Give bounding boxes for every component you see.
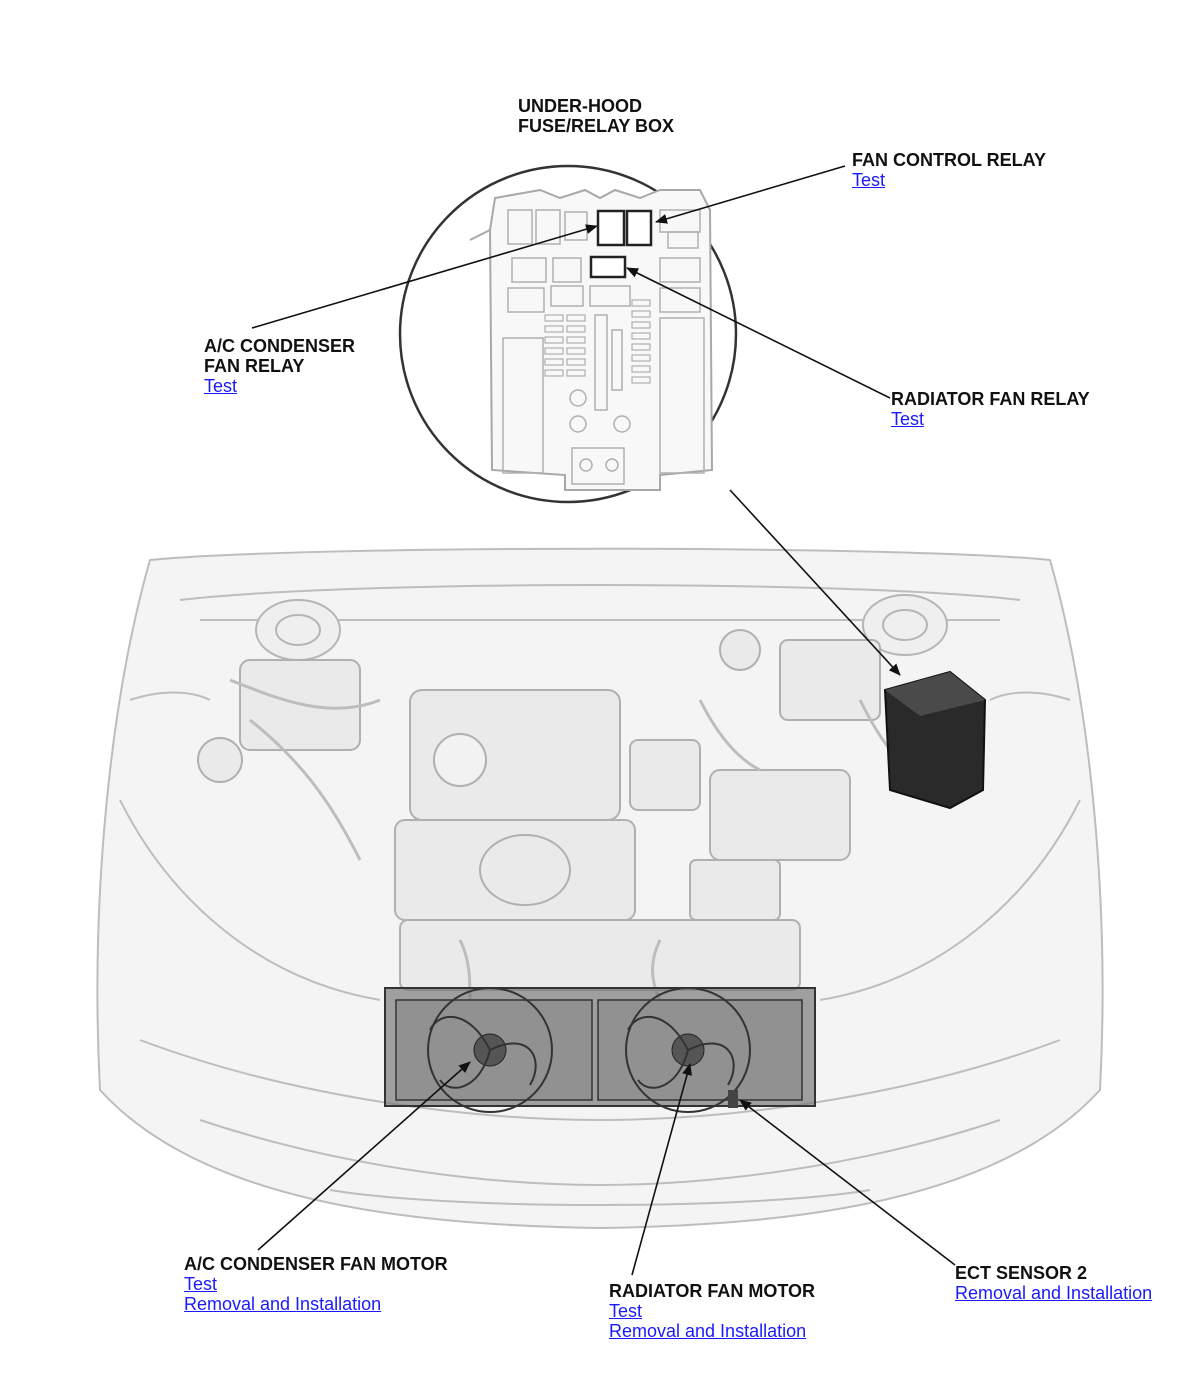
radiator-fan-motor-test-link[interactable]: Test bbox=[609, 1301, 643, 1321]
radiator-fan-relay-test-link[interactable]: Test bbox=[891, 409, 925, 429]
strut-towers bbox=[255, 594, 948, 661]
fuse-box-label-line2: FUSE/RELAY BOX bbox=[518, 116, 675, 136]
engine bbox=[197, 629, 881, 991]
fuse-box-on-car bbox=[883, 670, 987, 810]
fan-control-relay-title: FAN CONTROL RELAY bbox=[852, 150, 1047, 170]
ac-condenser-fan-relay-slot bbox=[596, 209, 626, 247]
fan-control-relay-label: FAN CONTROL RELAY Test bbox=[852, 150, 1046, 190]
fuse-box-magnified bbox=[398, 164, 738, 504]
radiator-fan-motor-label: RADIATOR FAN MOTOR Test Removal and Inst… bbox=[609, 1281, 815, 1341]
ac-condenser-fan-relay-label: A/C CONDENSER FAN RELAY Test bbox=[204, 336, 355, 396]
radiator-fan-relay-slot bbox=[589, 255, 627, 279]
ac-condenser-fan-relay-line2: FAN RELAY bbox=[204, 356, 305, 376]
ac-condenser-fan-motor-label: A/C CONDENSER FAN MOTOR Test Removal and… bbox=[184, 1254, 448, 1314]
radiator-fan-motor-title: RADIATOR FAN MOTOR bbox=[609, 1281, 815, 1301]
fan-control-relay-slot bbox=[625, 209, 653, 247]
fuse-box-label-line1: UNDER-HOOD bbox=[518, 96, 642, 116]
fan-control-relay-test-link[interactable]: Test bbox=[852, 170, 886, 190]
radiator-fan-assembly bbox=[384, 987, 816, 1113]
ect-sensor-2-removal-link[interactable]: Removal and Installation bbox=[955, 1283, 1153, 1303]
ac-condenser-fan-relay-test-link[interactable]: Test bbox=[204, 376, 238, 396]
fuse-box-label: UNDER-HOOD FUSE/RELAY BOX bbox=[518, 96, 674, 136]
ac-condenser-fan-motor-removal-link[interactable]: Removal and Installation bbox=[184, 1294, 382, 1314]
ac-condenser-fan-relay-line1: A/C CONDENSER bbox=[204, 336, 356, 356]
ac-condenser-fan-motor-test-link[interactable]: Test bbox=[184, 1274, 218, 1294]
radiator-fan-relay-label: RADIATOR FAN RELAY Test bbox=[891, 389, 1090, 429]
leader-lines bbox=[251, 165, 956, 1276]
ect-sensor-2-label: ECT SENSOR 2 Removal and Installation bbox=[955, 1263, 1152, 1303]
ect-sensor-2-title: ECT SENSOR 2 bbox=[955, 1263, 1088, 1283]
ac-condenser-fan-motor-title: A/C CONDENSER FAN MOTOR bbox=[184, 1254, 448, 1274]
radiator-fan-motor-removal-link[interactable]: Removal and Installation bbox=[609, 1321, 807, 1341]
radiator-fan-relay-title: RADIATOR FAN RELAY bbox=[891, 389, 1090, 409]
